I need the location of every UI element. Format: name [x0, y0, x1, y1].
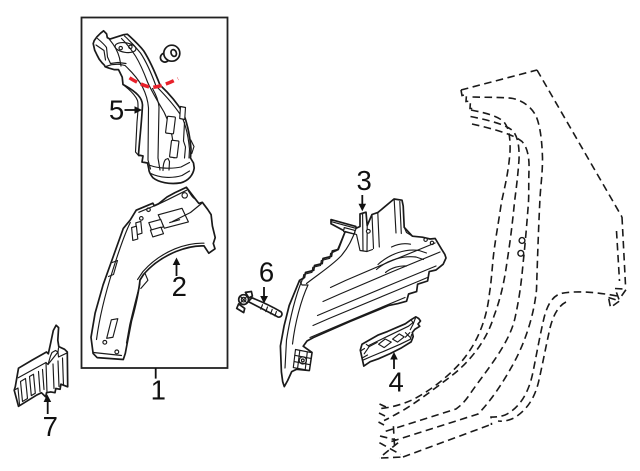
svg-text:2: 2	[172, 271, 187, 302]
svg-text:5: 5	[109, 95, 124, 126]
svg-text:4: 4	[388, 366, 403, 397]
svg-text:3: 3	[357, 165, 372, 196]
svg-text:1: 1	[151, 375, 166, 406]
svg-text:6: 6	[259, 257, 274, 288]
svg-text:7: 7	[43, 411, 58, 442]
